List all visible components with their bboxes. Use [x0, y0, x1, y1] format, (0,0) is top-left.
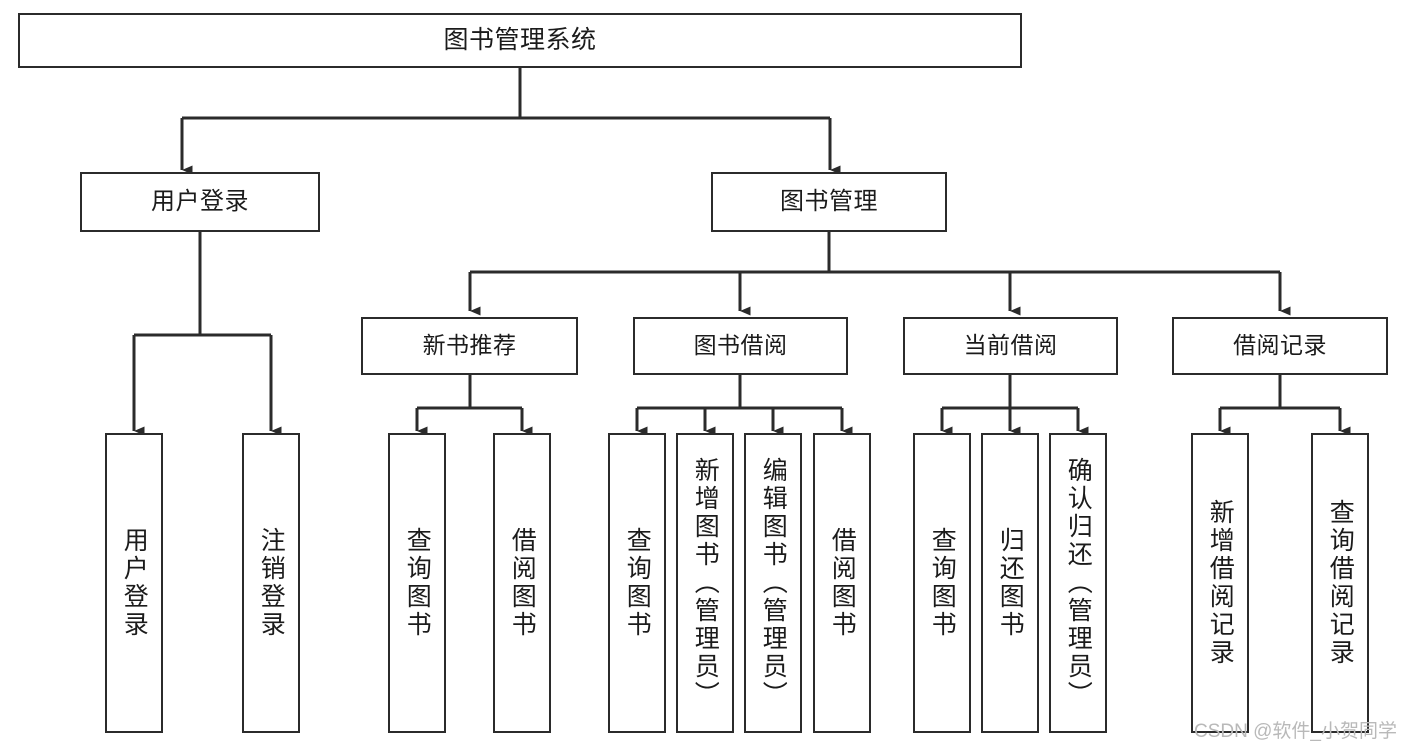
node-label: 查询图书	[623, 527, 652, 639]
node-label: 新增借阅记录	[1206, 499, 1235, 667]
node-borrow-record[interactable]: 借阅记录	[1172, 317, 1388, 375]
node-book-borrow[interactable]: 图书借阅	[633, 317, 848, 375]
node-label: 借阅图书	[508, 527, 537, 639]
node-label: 新增图书（管理员）	[691, 457, 720, 709]
node-label: 图书管理	[780, 187, 878, 215]
node-new-book-recommend[interactable]: 新书推荐	[361, 317, 578, 375]
node-label: 图书借阅	[693, 332, 788, 359]
leaf-query-book-3[interactable]: 查询图书	[913, 433, 971, 733]
node-label: 注销登录	[257, 527, 286, 639]
leaf-edit-book[interactable]: 编辑图书（管理员）	[744, 433, 802, 733]
node-book-management[interactable]: 图书管理	[711, 172, 947, 232]
node-label: 归还图书	[996, 527, 1025, 639]
leaf-query-book-1[interactable]: 查询图书	[388, 433, 446, 733]
leaf-confirm-return[interactable]: 确认归还（管理员）	[1049, 433, 1107, 733]
leaf-user-login[interactable]: 用户登录	[105, 433, 163, 733]
leaf-borrow-book-2[interactable]: 借阅图书	[813, 433, 871, 733]
node-label: 用户登录	[151, 187, 249, 215]
leaf-query-book-2[interactable]: 查询图书	[608, 433, 666, 733]
node-label: 借阅图书	[828, 527, 857, 639]
node-label: 用户登录	[120, 527, 149, 639]
node-label: 编辑图书（管理员）	[759, 457, 788, 709]
leaf-logout-login[interactable]: 注销登录	[242, 433, 300, 733]
leaf-add-book[interactable]: 新增图书（管理员）	[676, 433, 734, 733]
node-label: 确认归还（管理员）	[1064, 457, 1093, 709]
leaf-query-record[interactable]: 查询借阅记录	[1311, 433, 1369, 733]
node-label: 查询图书	[403, 527, 432, 639]
node-label: 图书管理系统	[443, 25, 597, 54]
leaf-borrow-book-1[interactable]: 借阅图书	[493, 433, 551, 733]
csdn-watermark: CSDN @软件_小贺同学	[1194, 721, 1397, 742]
node-label: 查询图书	[928, 527, 957, 639]
leaf-return-book[interactable]: 归还图书	[981, 433, 1039, 733]
node-user-login[interactable]: 用户登录	[80, 172, 320, 232]
node-label: 新书推荐	[422, 332, 517, 359]
node-root[interactable]: 图书管理系统	[18, 13, 1022, 68]
node-label: 查询借阅记录	[1326, 499, 1355, 667]
node-label: 当前借阅	[963, 332, 1058, 359]
leaf-add-record[interactable]: 新增借阅记录	[1191, 433, 1249, 733]
node-label: 借阅记录	[1233, 332, 1327, 359]
node-current-borrow[interactable]: 当前借阅	[903, 317, 1118, 375]
